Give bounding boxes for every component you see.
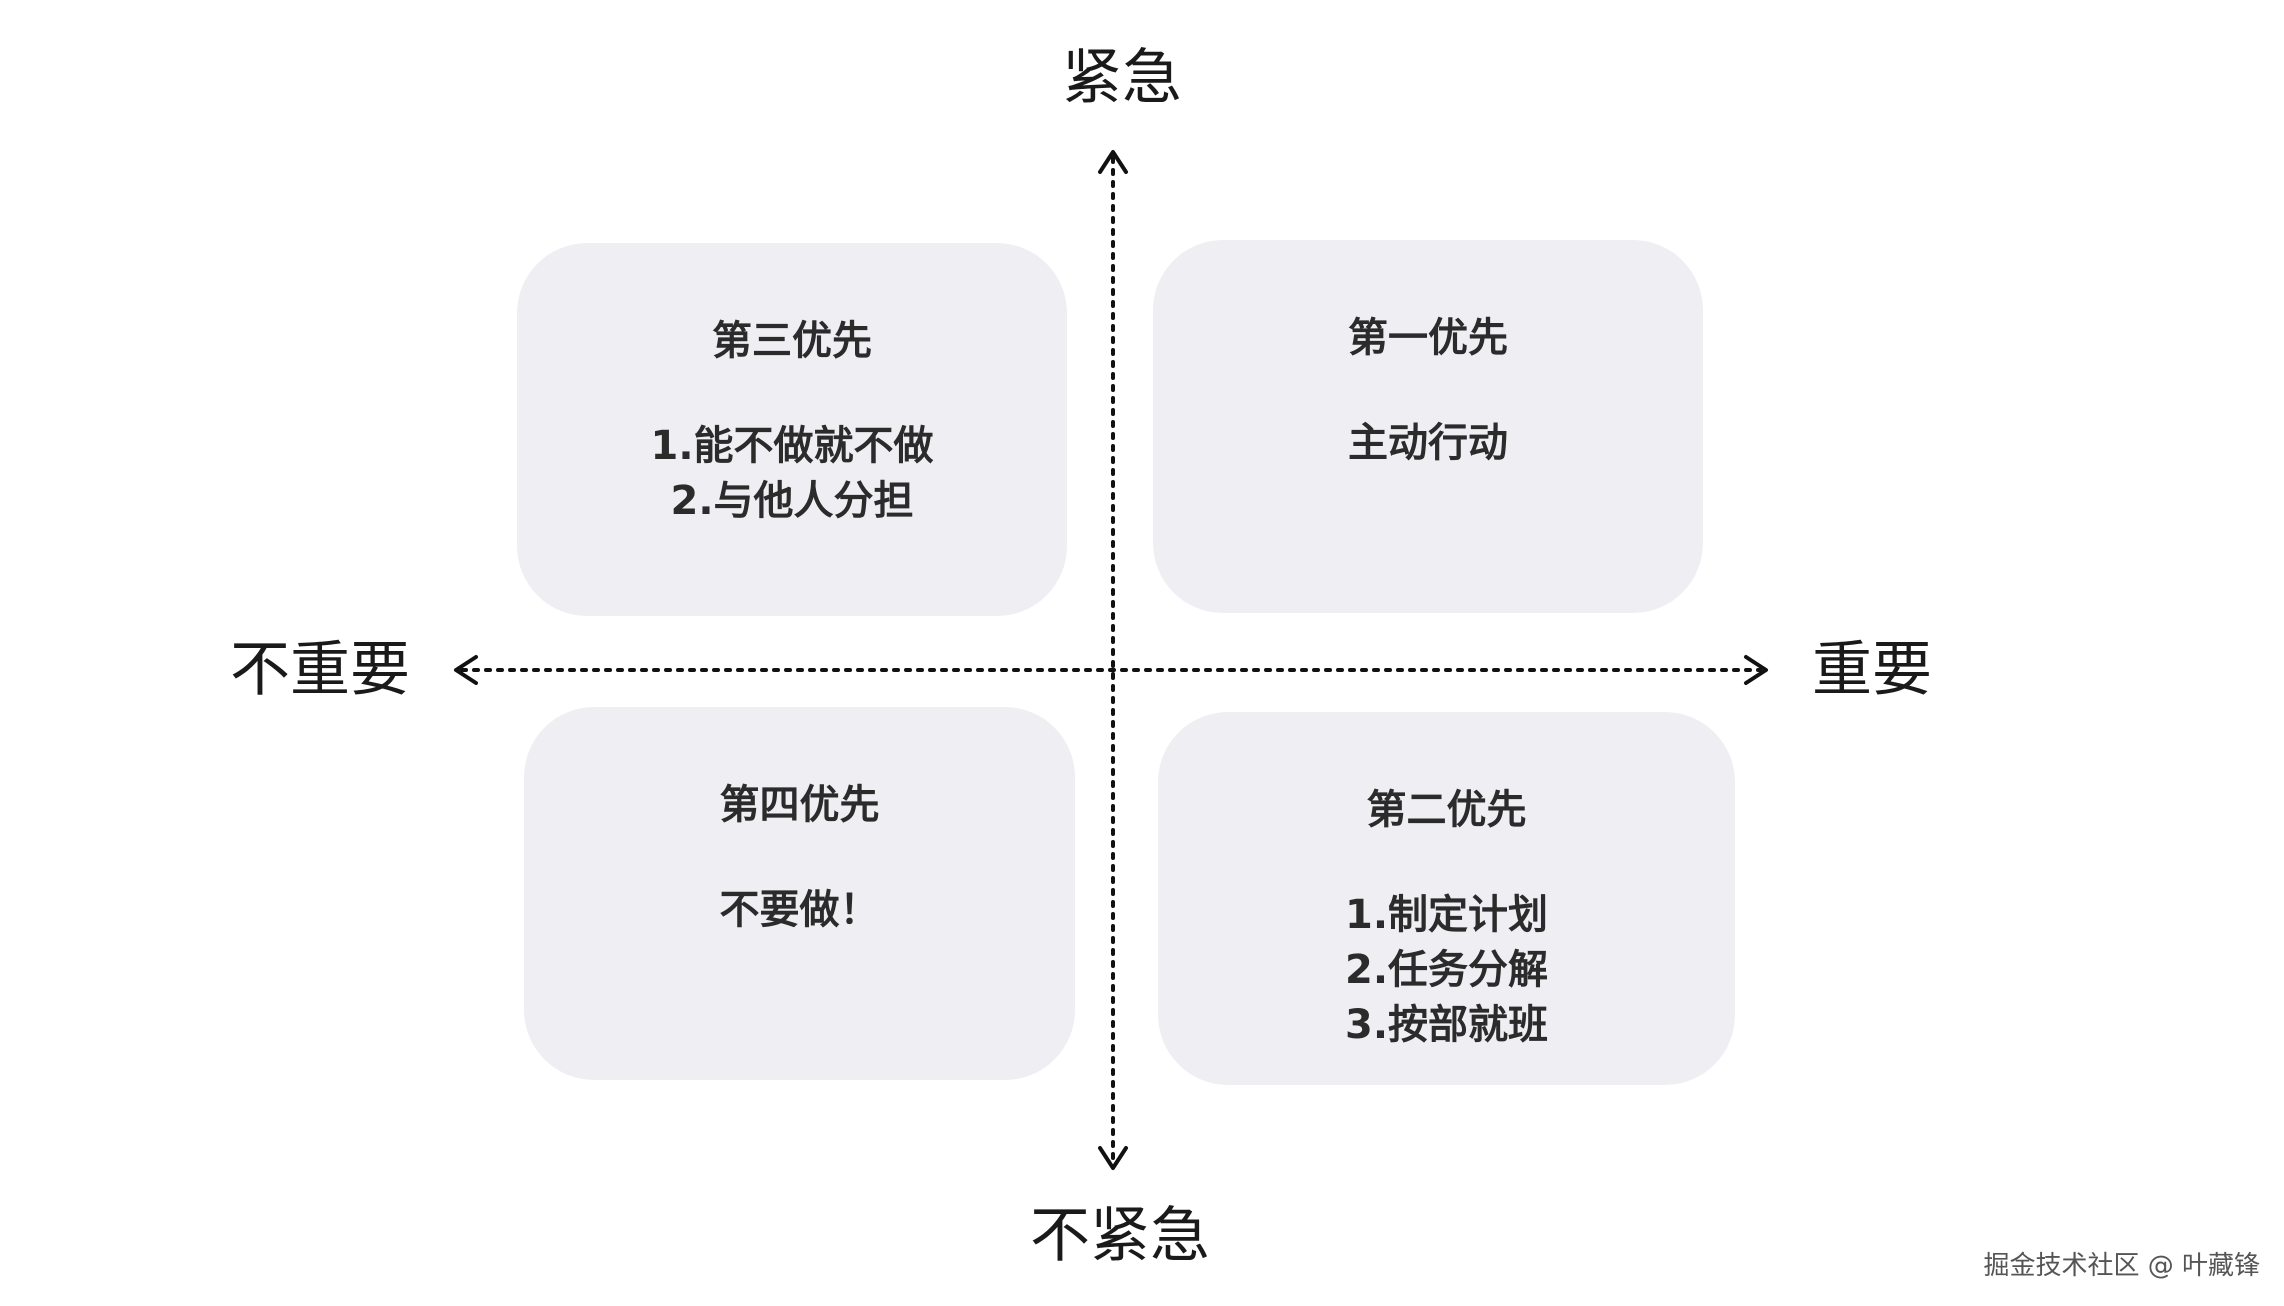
arrow-down-icon	[1098, 1146, 1128, 1170]
axis-label-important: 重要	[1812, 635, 1932, 705]
quadrant-item: 1.能不做就不做	[650, 423, 934, 469]
axis-label-urgent: 紧急	[1062, 43, 1182, 113]
quadrant-title: 第三优先	[712, 318, 872, 364]
axis-label-not-important: 不重要	[230, 635, 410, 705]
quadrant-items: 不要做！	[524, 883, 1075, 938]
quadrant-first-priority: 第一优先 主动行动	[1153, 240, 1703, 613]
quadrant-second-priority: 第二优先 1.制定计划 2.任务分解 3.按部就班	[1158, 712, 1735, 1085]
quadrant-item: 2.任务分解	[1344, 947, 1549, 993]
quadrant-items: 主动行动	[1153, 416, 1703, 471]
quadrant-item: 不要做！	[719, 887, 880, 933]
arrow-right-icon	[1744, 655, 1768, 685]
quadrant-items: 1.制定计划 2.任务分解 3.按部就班	[1158, 888, 1735, 1053]
axis-label-not-urgent: 不紧急	[1030, 1201, 1210, 1271]
quadrant-item: 3.按部就班	[1344, 1002, 1549, 1048]
quadrant-item: 2.与他人分担	[670, 478, 914, 524]
quadrant-title: 第二优先	[1366, 787, 1527, 833]
horizontal-axis	[454, 655, 1768, 685]
quadrant-title: 第四优先	[719, 782, 880, 828]
watermark: 掘金技术社区 @ 叶藏锋	[1983, 1251, 2260, 1281]
arrow-left-icon	[454, 655, 478, 685]
arrow-up-icon	[1098, 150, 1128, 174]
quadrant-item: 主动行动	[1348, 420, 1508, 466]
vertical-axis	[1098, 150, 1128, 1170]
quadrant-items: 1.能不做就不做 2.与他人分担	[517, 419, 1067, 529]
quadrant-title: 第一优先	[1348, 315, 1508, 361]
quadrant-item: 1.制定计划	[1344, 892, 1549, 938]
quadrant-third-priority: 第三优先 1.能不做就不做 2.与他人分担	[517, 243, 1067, 616]
quadrant-fourth-priority: 第四优先 不要做！	[524, 707, 1075, 1080]
